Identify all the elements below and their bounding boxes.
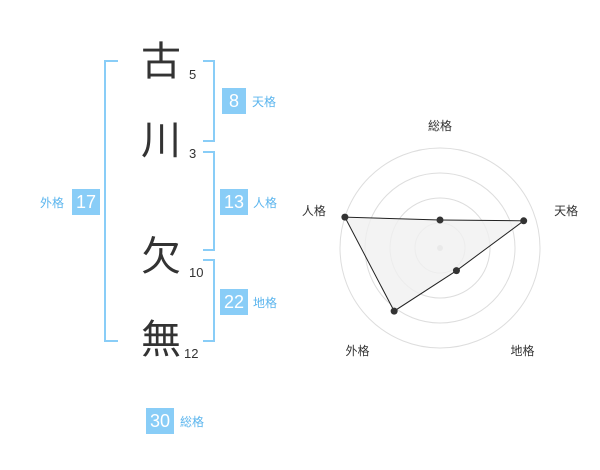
radar-point-1 xyxy=(520,217,528,225)
stroke-count-1: 5 xyxy=(189,67,197,82)
radar-axis-label-3: 外格 xyxy=(345,343,369,358)
stroke-count-2: 3 xyxy=(189,146,197,161)
chikaku-bracket xyxy=(203,259,215,342)
radar-point-2 xyxy=(452,267,460,275)
tenkaku-label: 天格 xyxy=(252,95,277,109)
radar-grid-ring xyxy=(339,147,541,349)
radar-axis-label-1: 天格 xyxy=(554,203,578,218)
gaikaku-value: 17 xyxy=(72,189,100,215)
gaikaku-bracket xyxy=(104,60,118,342)
radar-axis-label-2: 地格 xyxy=(511,343,535,358)
soukaku-value: 30 xyxy=(146,408,174,434)
stroke-count-4: 12 xyxy=(184,346,199,361)
jinkaku-value: 13 xyxy=(220,189,248,215)
radar-point-0 xyxy=(436,216,444,224)
radar-series-polygon xyxy=(344,216,526,312)
chikaku-label: 地格 xyxy=(253,296,278,310)
radar-point-4 xyxy=(341,213,349,221)
name-char-1: 古 xyxy=(141,39,181,85)
jinkaku-label: 人格 xyxy=(253,196,278,210)
name-char-4: 無 xyxy=(141,317,181,363)
name-char-3: 欠 xyxy=(141,234,181,280)
radar-axis-label-4: 人格 xyxy=(302,203,326,218)
gaikaku-label: 外格 xyxy=(40,196,65,210)
radar-point-3 xyxy=(390,307,398,315)
stroke-count-3: 10 xyxy=(189,265,204,280)
jinkaku-bracket xyxy=(203,151,215,251)
soukaku-label: 総格 xyxy=(180,415,205,429)
tenkaku-bracket xyxy=(203,60,215,142)
name-char-2: 川 xyxy=(141,118,181,164)
radar-axis-label-0: 総格 xyxy=(428,118,452,133)
tenkaku-value: 8 xyxy=(222,88,246,114)
chikaku-value: 22 xyxy=(220,289,248,315)
